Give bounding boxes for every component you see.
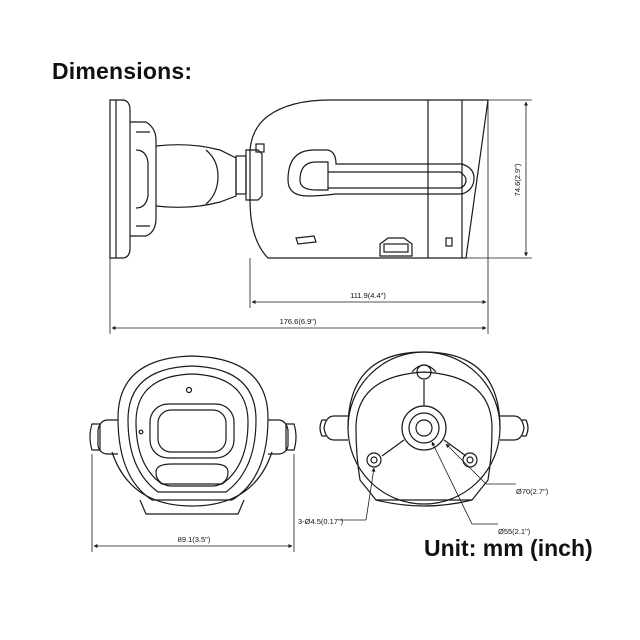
total-length-label: 176.6(6.9") <box>280 317 317 326</box>
side-view <box>109 99 489 259</box>
dimensions-heading: Dimensions: <box>52 58 193 84</box>
side-view-dimensions <box>109 99 532 334</box>
mount-view-leaders <box>340 441 516 525</box>
height-label: 74.6(2.9") <box>513 163 522 196</box>
diameter-outer-label: Ø70(2.7") <box>516 487 549 496</box>
front-view-dimensions <box>91 454 295 552</box>
body-length-label: 111.9(4.4") <box>350 291 386 300</box>
diameter-inner-label: Ø55(2.1") <box>498 527 531 536</box>
mount-view <box>319 351 529 507</box>
unit-note: Unit: mm (inch) <box>424 535 593 561</box>
screw-holes-label: 3-Ø4.5(0.17") <box>298 517 344 526</box>
front-view <box>89 355 297 515</box>
width-label: 89.1(3.5") <box>178 535 211 544</box>
